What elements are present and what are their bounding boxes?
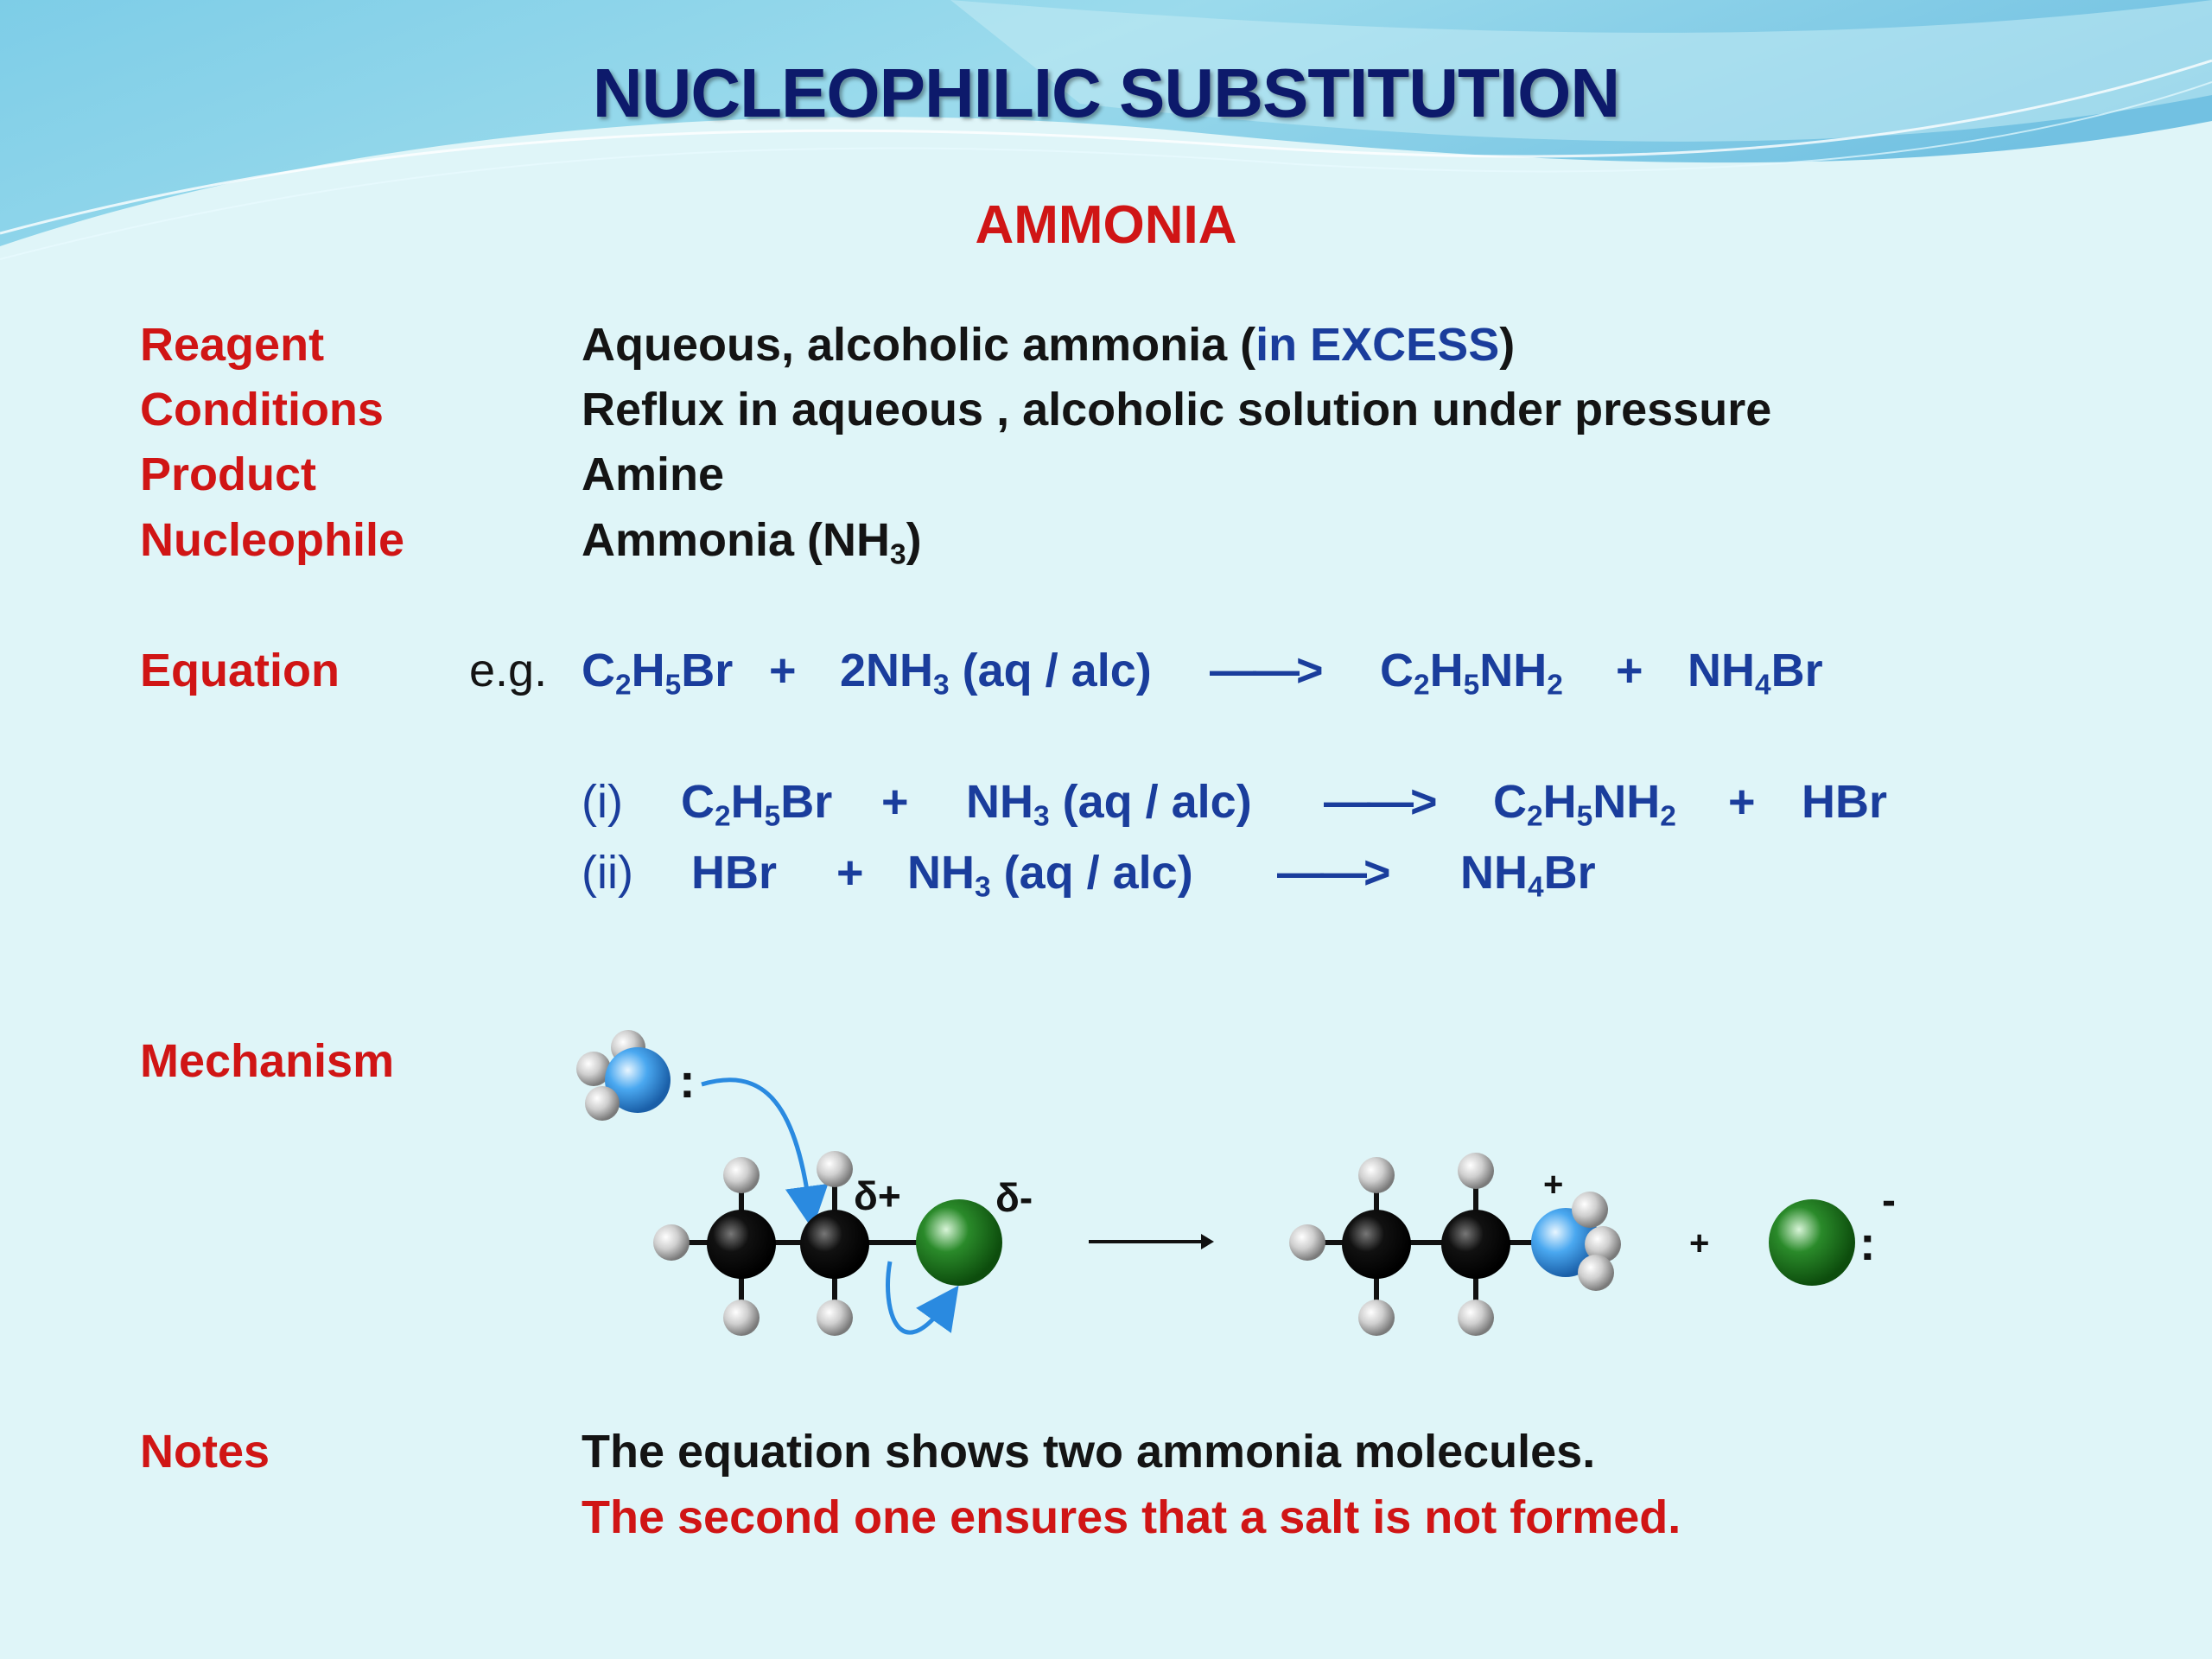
nucleophile-label: Nucleophile [140, 514, 405, 566]
slide-title: NUCLEOPHILIC SUBSTITUTION [592, 54, 1620, 131]
notes-label: Notes [140, 1426, 270, 1478]
mechanism-diagram: : δ+ δ- [576, 1030, 1896, 1336]
ethylammonium-ion [1289, 1153, 1621, 1336]
hydrogen-atom [585, 1086, 620, 1121]
bromide-lone-pair: : [1859, 1216, 1876, 1270]
header-wave-decoration [0, 0, 2212, 260]
equation-main-plus1: + [769, 645, 797, 696]
nucleophile-text: Ammonia (NH [582, 514, 891, 566]
carbon-atom [800, 1210, 869, 1279]
ammonia-molecule [576, 1030, 671, 1121]
conditions-label: Conditions [140, 384, 384, 435]
step2-reactant1: HBr [691, 847, 778, 899]
nucleophile-subscript: 3 [890, 538, 906, 571]
notes-line2: The second one ensures that a salt is no… [582, 1491, 1681, 1543]
equation-label: Equation [140, 645, 340, 696]
step2-reactant2: NH3 (aq / alc) [907, 847, 1193, 904]
nucleophile-text-end: ) [906, 514, 922, 566]
hydrogen-atom [1578, 1255, 1614, 1291]
equation-main-reactant1: C2H5Br [582, 645, 734, 702]
hydrogen-atom [1358, 1300, 1395, 1336]
positive-charge: + [1543, 1166, 1563, 1204]
negative-charge: - [1882, 1178, 1896, 1224]
lone-pair: : [679, 1053, 696, 1108]
equation-eg: e.g. [469, 645, 548, 696]
hydrogen-atom [1358, 1157, 1395, 1193]
bromine-atom [916, 1199, 1002, 1286]
hydrogen-atom [723, 1157, 760, 1193]
step1-product1: C2H5NH2 [1493, 776, 1676, 833]
step1-arrow: ——> [1324, 776, 1438, 828]
nucleophile-value: Ammonia (NH3) [582, 513, 922, 571]
step1-reactant1: C2H5Br [681, 776, 833, 833]
curly-arrow-leaving [886, 1261, 959, 1335]
carbon-atom [1441, 1210, 1510, 1279]
product-plus: + [1689, 1224, 1709, 1262]
equation-main-plus2: + [1616, 645, 1643, 696]
hydrogen-atom [1289, 1224, 1325, 1261]
product-value: Amine [582, 448, 725, 500]
bromide-ion [1769, 1199, 1855, 1286]
hydrogen-atom [1458, 1153, 1494, 1189]
hydrogen-atom [1458, 1300, 1494, 1336]
hydrogen-atom [653, 1224, 690, 1261]
partial-positive-charge: δ+ [854, 1173, 901, 1218]
equation-main-arrow: ——> [1210, 645, 1324, 696]
step1-reactant2: NH3 (aq / alc) [966, 776, 1252, 833]
carbon-atom [707, 1210, 776, 1279]
equation-main-product2: NH4Br [1688, 645, 1823, 702]
step1-plus1: + [881, 776, 909, 828]
step2-plus1: + [836, 847, 864, 899]
reagent-text-end: ) [1499, 319, 1516, 371]
notes-line1: The equation shows two ammonia molecules… [582, 1426, 1596, 1478]
hydrogen-atom [817, 1151, 853, 1187]
hydrogen-atom [1585, 1226, 1621, 1262]
hydrogen-atom [576, 1052, 611, 1086]
nitrogen-atom [605, 1047, 671, 1113]
reagent-label: Reagent [140, 319, 325, 371]
mechanism-label: Mechanism [140, 1035, 395, 1087]
reagent-highlight: in EXCESS [1255, 319, 1500, 371]
curly-arrow-attack [701, 1077, 829, 1230]
carbon-atom [1342, 1210, 1411, 1279]
hydrogen-atom [1572, 1192, 1608, 1228]
step1-number: (i) [582, 776, 623, 828]
hydrogen-atom [723, 1300, 760, 1336]
step2-product1: NH4Br [1460, 847, 1596, 904]
hydrogen-atom [817, 1300, 853, 1336]
step2-number: (ii) [582, 847, 633, 899]
partial-negative-charge: δ- [995, 1175, 1033, 1220]
slide-subtitle: AMMONIA [975, 195, 1237, 255]
reaction-arrow-head [1201, 1234, 1214, 1249]
bromoethane-molecule [653, 1151, 1002, 1336]
step1-product2: HBr [1802, 776, 1888, 828]
conditions-value: Reflux in aqueous , alcoholic solution u… [582, 384, 1772, 435]
product-label: Product [140, 448, 317, 500]
equation-main-reactant2: 2NH3 (aq / alc) [840, 645, 1152, 702]
equation-main-product1: C2H5NH2 [1380, 645, 1563, 702]
step2-arrow: ——> [1277, 847, 1391, 899]
reagent-text: Aqueous, alcoholic ammonia ( [582, 319, 1256, 371]
step1-plus2: + [1728, 776, 1756, 828]
reagent-value: Aqueous, alcoholic ammonia (in EXCESS) [582, 318, 1515, 372]
